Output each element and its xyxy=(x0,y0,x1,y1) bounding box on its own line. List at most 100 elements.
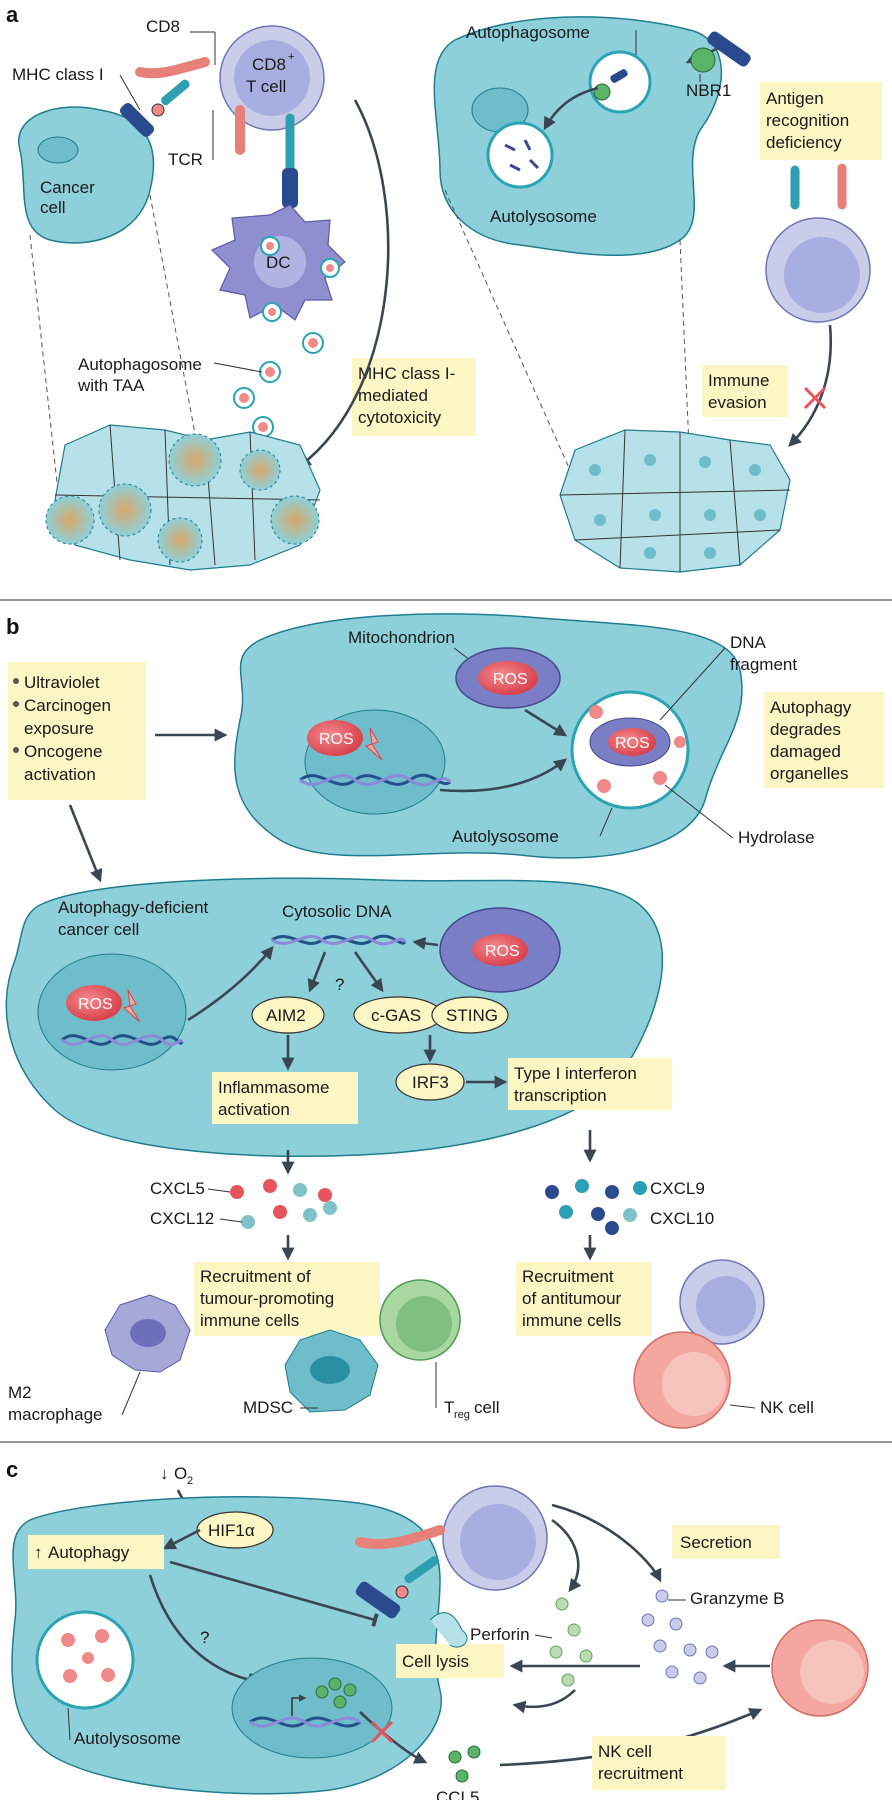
zoom-line-left-1 xyxy=(29,234,61,511)
autophagosome-taa-label-2: with TAA xyxy=(77,376,145,395)
dna-fragment-label-2: fragment xyxy=(730,655,797,674)
immune-evasion-box xyxy=(702,365,788,417)
ros-mito-icon xyxy=(478,661,538,695)
recruit-pro-line-2: tumour-promoting xyxy=(200,1289,334,1308)
ros-deficient-nucleus-icon xyxy=(66,985,122,1021)
t-cell-to-granzyme-arrow xyxy=(551,1503,662,1583)
cxcl5-label: CXCL5 xyxy=(150,1179,205,1198)
hif1a-node xyxy=(196,1511,274,1549)
zoom-line-left-2 xyxy=(149,194,201,461)
cxcl12-label: CXCL12 xyxy=(150,1209,214,1228)
dc-mhc-icon xyxy=(282,168,298,208)
autophagy-up-arrow: ↑ xyxy=(34,1543,43,1562)
secretion-box xyxy=(672,1525,780,1559)
trigger-carcinogen-1: Carcinogen xyxy=(24,696,111,715)
o2-sub: 2 xyxy=(187,1475,193,1487)
zoom-line-right-1 xyxy=(444,189,571,471)
recruit-anti-box xyxy=(516,1262,652,1336)
ccl5-secreted xyxy=(448,1745,481,1783)
cancer-cell-label-1: Cancer xyxy=(40,178,95,197)
mhc-receptor-icon xyxy=(707,31,751,67)
hif-to-autophagy-arrow xyxy=(162,1528,201,1550)
recruit-pro-box xyxy=(194,1262,380,1336)
autophagy-box-line-1: Autophagy xyxy=(770,698,852,717)
mito-to-dna-arrow xyxy=(412,936,439,950)
inflammasome-line-2: activation xyxy=(218,1100,290,1119)
dna-to-cgas-arrow xyxy=(353,951,384,993)
trigger-carcinogen-2: exposure xyxy=(24,719,94,738)
deficient-label-1: Autophagy-deficient xyxy=(58,898,209,917)
autophagy-inhibits-lysis-arrow xyxy=(169,1560,379,1627)
mhc-class-i-icon xyxy=(119,102,155,138)
ccl5-in-nucleus xyxy=(315,1677,357,1709)
autophagy-up-label: Autophagy xyxy=(48,1543,130,1562)
nk-recruit-line-1: NK cell xyxy=(598,1742,652,1761)
hydrolase-label: Hydrolase xyxy=(738,828,815,847)
granzyme-molecules xyxy=(641,1589,719,1685)
trigger-to-deficient-arrow xyxy=(68,804,103,883)
interferon-line-2: transcription xyxy=(514,1086,607,1105)
cxcl9-label: CXCL9 xyxy=(650,1179,705,1198)
autophagy-inhibits-ccl5-arrow xyxy=(148,1574,254,1687)
mito-to-autolysosome-arrow xyxy=(524,708,568,737)
inflammasome-line-1: Inflammasome xyxy=(218,1078,329,1097)
antigen-box-line-3: deficiency xyxy=(766,133,842,152)
ros-mito-label: ROS xyxy=(493,671,528,688)
autophagy-degrades-box xyxy=(764,692,884,788)
mitochondrion-label: Mitochondrion xyxy=(348,628,455,647)
trigger-box xyxy=(8,662,146,800)
sting-label: STING xyxy=(446,1006,498,1025)
antigen-peptide-icon xyxy=(151,103,165,117)
nk-recruit-line-2: recruitment xyxy=(598,1764,683,1783)
nbr1-label: NBR1 xyxy=(686,81,731,100)
question-mark-c: ? xyxy=(200,1628,209,1647)
dc-label: DC xyxy=(266,253,291,272)
t-cell-to-perforin-arrow xyxy=(551,1518,582,1593)
autolysosome-label-a: Autolysosome xyxy=(490,207,597,226)
cancer-cell xyxy=(17,106,155,244)
hydrolase-icons xyxy=(589,705,686,793)
recruit-pro-line-3: immune cells xyxy=(200,1311,299,1330)
nbr1-icon xyxy=(690,47,716,73)
mhc-cytotoxicity-box xyxy=(352,358,476,436)
cxcl10-label: CXCL10 xyxy=(650,1209,714,1228)
granzyme-label: Granzyme B xyxy=(690,1589,784,1608)
ros-deficient-mito-label: ROS xyxy=(485,943,520,960)
interferon-box xyxy=(508,1058,672,1110)
irf3-label: IRF3 xyxy=(412,1073,449,1092)
panel-a-letter: a xyxy=(6,2,19,27)
ccl5-label: CCL5 xyxy=(436,1788,479,1800)
o2-label: O xyxy=(174,1464,187,1483)
mdsc-label: MDSC xyxy=(243,1398,293,1417)
mhc-class-i-label: MHC class I xyxy=(12,65,104,84)
nk-cell-label: NK cell xyxy=(760,1398,814,1417)
tcr-c-icon xyxy=(404,1556,440,1584)
deficient-label-2: cancer cell xyxy=(58,920,139,939)
ccl5-export-arrow xyxy=(359,1711,428,1764)
autophagosome-taa-cluster xyxy=(233,236,340,438)
nucleus-c xyxy=(231,1657,393,1759)
autophagosome-taa-label-1: Autophagosome xyxy=(78,355,202,374)
antigen-box-line-1: Antigen xyxy=(766,89,824,108)
cytosolic-dna-label: Cytosolic DNA xyxy=(282,902,392,921)
autolysosome-debris-icon xyxy=(504,139,540,172)
recruit-anti-line-2: of antitumour xyxy=(522,1289,622,1308)
interferon-line-1: Type I interferon xyxy=(514,1064,637,1083)
nk-recruit-box xyxy=(592,1736,726,1790)
inflammasome-box xyxy=(212,1072,358,1124)
tumour-mass-left xyxy=(45,424,321,571)
cd8-t-cell-label-2: T cell xyxy=(246,77,286,96)
cd8-t-cell-label-1: CD8 xyxy=(252,55,286,74)
tcr-icon xyxy=(161,79,190,106)
hydrolase-c-icons xyxy=(61,1629,115,1683)
mhc-c-icon xyxy=(355,1581,401,1619)
panel-c: c ↓ O 2 HIF1α ↑ Autophagy ? Autolysosome xyxy=(6,1457,869,1800)
cxcl-pro-chemokines xyxy=(230,1179,337,1229)
autolysosome-b-label: Autolysosome xyxy=(452,827,559,846)
autophagosome-label: Autophagosome xyxy=(466,23,590,42)
treg-label-sub: reg xyxy=(454,1409,470,1421)
trigger-oncogene-2: activation xyxy=(24,765,96,784)
cancer-cell-label-2: cell xyxy=(40,198,66,217)
autolysosome-icon xyxy=(486,121,554,189)
